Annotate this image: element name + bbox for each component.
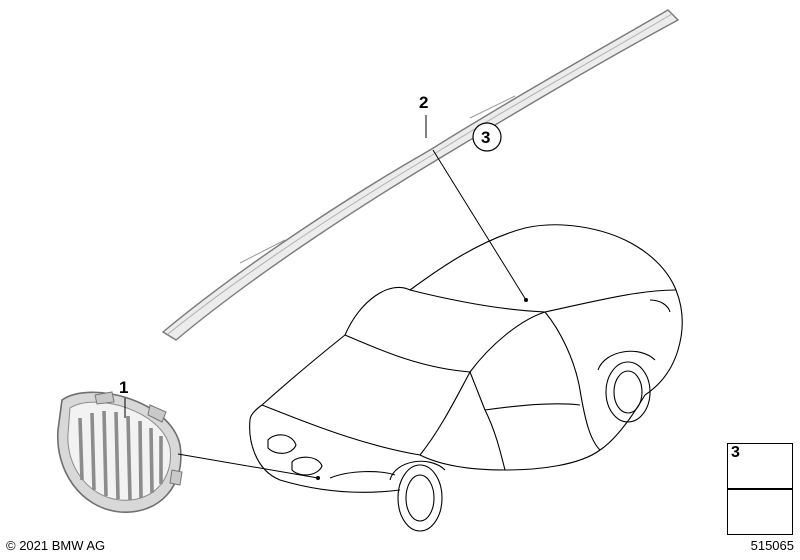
callout-3: 3: [481, 128, 490, 147]
kidney-grille: [57, 391, 183, 513]
callout-1: 1: [119, 378, 128, 397]
legend-box-arrow: [727, 489, 793, 535]
callout-2: 2: [419, 93, 428, 112]
legend-clip-number: 3: [731, 444, 740, 461]
copyright-text: © 2021 BMW AG: [6, 538, 106, 553]
roof-trim-strip: [161, 9, 680, 341]
car-outline: [249, 224, 683, 532]
callout-3-circle: [472, 122, 502, 152]
legend-box-clip: 3: [727, 443, 793, 489]
leader-lines: [124, 115, 527, 479]
diagram-number: 515065: [750, 538, 794, 553]
leader-dot-roof: [524, 298, 528, 302]
leader-dot-grille: [316, 476, 320, 480]
